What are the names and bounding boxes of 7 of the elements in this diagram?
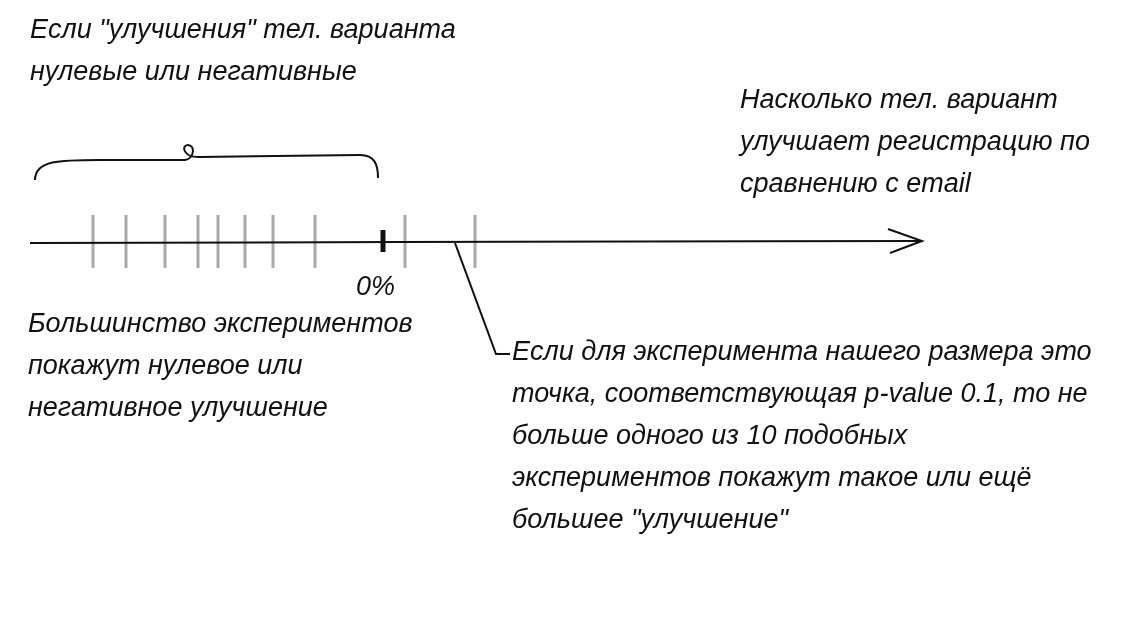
- annotation-text: Насколько тел. вариант улучшает регистрацию по сравнению с email: [740, 83, 1091, 200]
- axis-label: 0%: [356, 270, 397, 303]
- annotation-text: Большинство экспериментов покажут нулевое или негативное улучшение: [28, 307, 414, 424]
- annotation-text: Если "улучшения" тел. варианта нулевые или негативные: [30, 13, 457, 88]
- leader-line: [454, 242, 511, 355]
- axis-arrow: [29, 228, 925, 254]
- annotation-text: Если для эксперимента нашего размера это точка, соответствующая p-value 0.1, то не больше одного из 10 подобных экспериментов покажут такое или ещё большее "улучшение": [512, 330, 1112, 540]
